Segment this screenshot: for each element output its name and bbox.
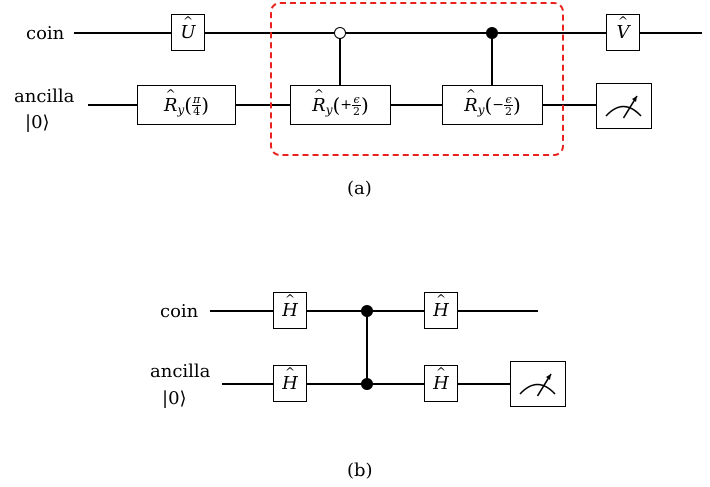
ry-pi4-op: R — [164, 95, 178, 116]
ry-plus-fraction: ϵ 2 — [352, 94, 361, 117]
h-gate-coin-1: H — [273, 292, 307, 329]
caption-b: (b) — [347, 460, 373, 481]
u-gate: U — [171, 14, 205, 51]
ry-minus-op: R — [464, 95, 478, 116]
h-gate-ancilla-2-label: H — [433, 373, 449, 394]
ry-minus-fraction: ϵ 2 — [504, 94, 513, 117]
ancilla-label-a: ancilla — [14, 86, 75, 107]
h-gate-coin-2: H — [424, 292, 458, 329]
ry-pi-over-4-gate: R y ( π 4 ) — [137, 85, 236, 125]
v-gate: V — [606, 14, 640, 51]
ket-zero-label-b: |0⟩ — [162, 388, 187, 409]
coin-label-a: coin — [26, 23, 65, 44]
measurement-meter-icon-a — [596, 83, 652, 129]
coin-wire-a — [74, 32, 702, 34]
ry-minus-num: ϵ — [504, 92, 513, 106]
cz-top-dot — [361, 305, 373, 317]
ry-pi4-sub: y — [177, 103, 185, 117]
ry-plus-eps-gate: R y ( + ϵ 2 ) — [290, 85, 391, 125]
open-control-dot — [334, 27, 346, 39]
control-link-filled — [491, 33, 493, 88]
ry-pi4-den: 4 — [193, 104, 201, 118]
h-gate-ancilla-2: H — [424, 365, 458, 402]
measurement-meter-icon-b — [510, 361, 566, 407]
coin-wire-b — [210, 310, 538, 312]
caption-a: (a) — [347, 178, 372, 199]
ry-plus-den: 2 — [353, 104, 361, 118]
controlled-rotation-highlight-box — [270, 2, 564, 156]
ancilla-label-b: ancilla — [150, 361, 211, 382]
coin-label-b: coin — [160, 301, 199, 322]
filled-control-dot-a — [486, 27, 498, 39]
ry-pi4-fraction: π 4 — [192, 92, 202, 118]
ry-plus-num: ϵ — [352, 92, 361, 106]
meter-dial-icon-a — [605, 95, 642, 119]
ry-plus-op: R — [312, 95, 326, 116]
ry-pi4-num: π — [192, 92, 202, 106]
h-gate-ancilla-1-label: H — [282, 373, 298, 394]
ry-minus-sub: y — [477, 103, 485, 117]
u-gate-label: U — [180, 22, 195, 43]
ry-minus-den: 2 — [505, 104, 513, 118]
h-gate-ancilla-1: H — [273, 365, 307, 402]
h-gate-coin-2-label: H — [433, 300, 449, 321]
ry-minus-eps-gate: R y ( − ϵ 2 ) — [442, 85, 543, 125]
meter-dial-icon-b — [519, 373, 556, 397]
ry-minus-sign: − — [492, 97, 505, 113]
v-gate-label: V — [617, 22, 630, 43]
ket-zero-label-a: |0⟩ — [25, 112, 50, 133]
ry-plus-sign: + — [340, 97, 353, 113]
control-link-open — [339, 33, 341, 88]
cz-bottom-dot — [361, 378, 373, 390]
cz-link — [366, 310, 368, 384]
ry-plus-sub: y — [325, 103, 333, 117]
h-gate-coin-1-label: H — [282, 300, 298, 321]
